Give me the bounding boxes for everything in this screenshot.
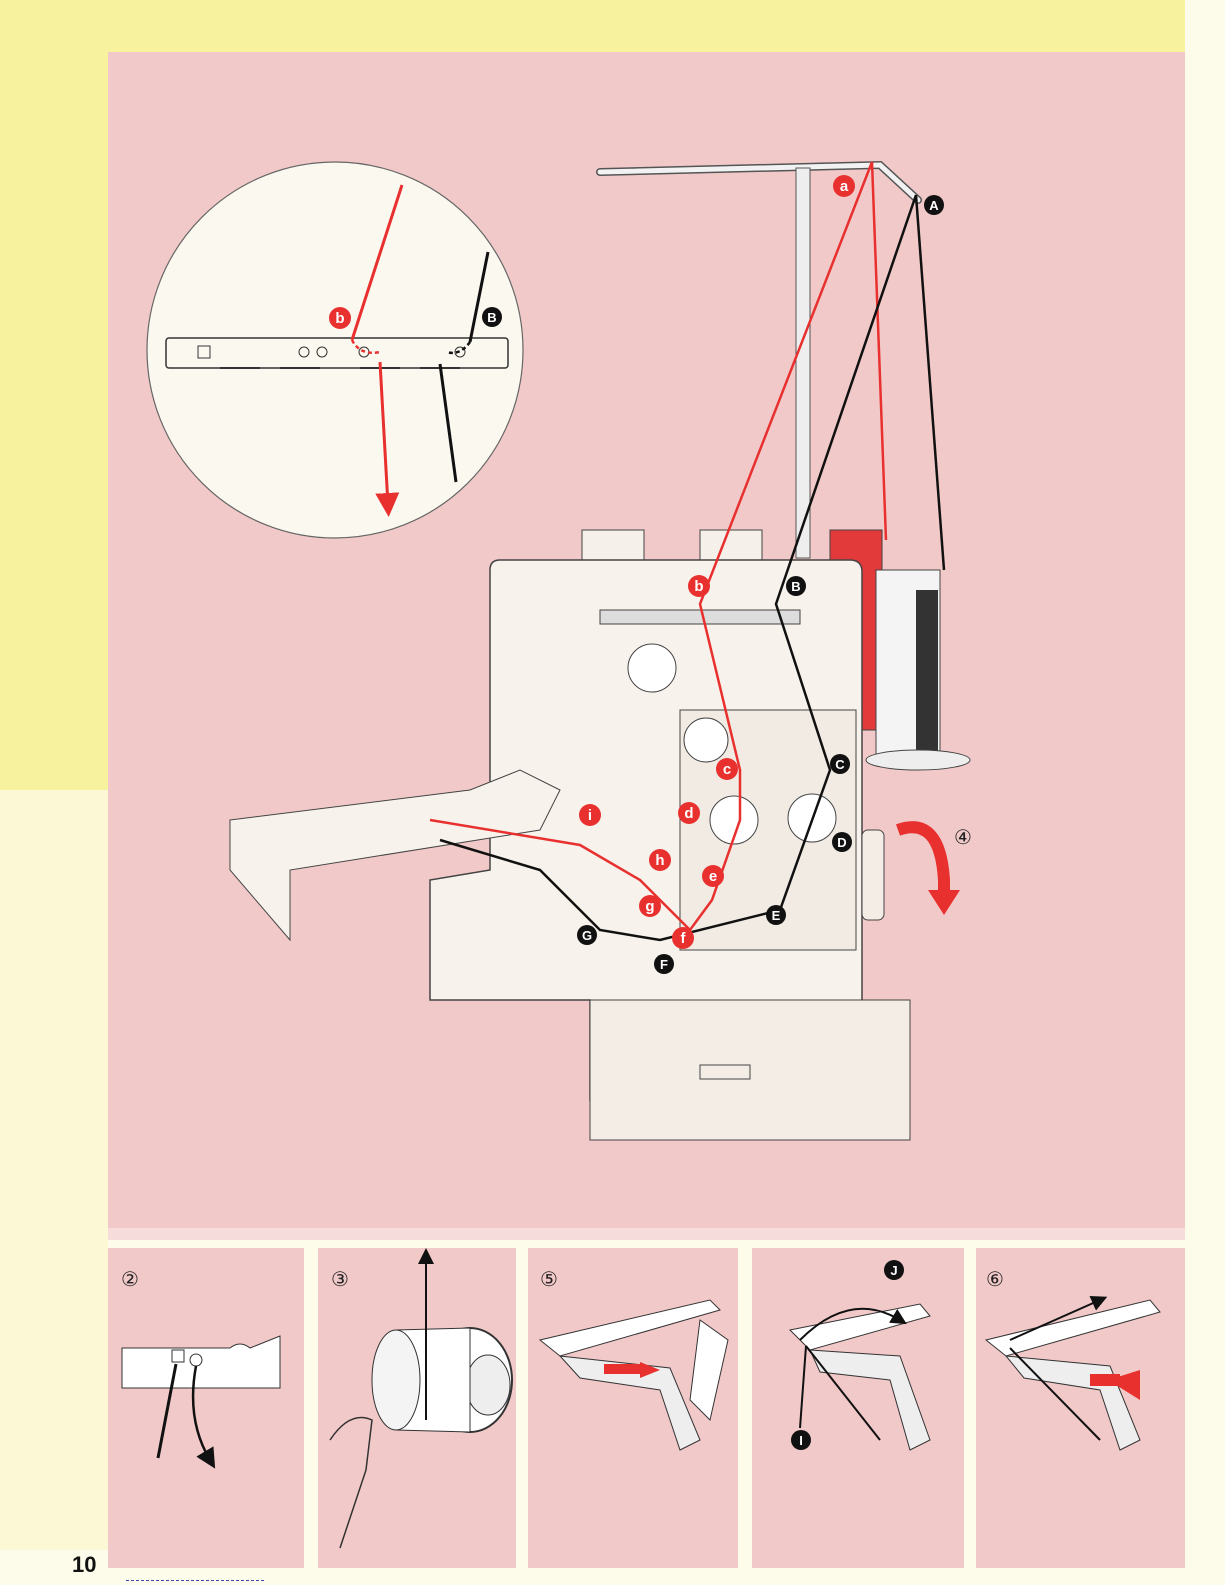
svg-text:b: b xyxy=(335,310,344,327)
label-i: i xyxy=(579,804,601,826)
svg-text:J: J xyxy=(890,1263,897,1278)
svg-text:I: I xyxy=(799,1433,803,1448)
step-2-number: ② xyxy=(121,1267,139,1291)
svg-text:G: G xyxy=(582,928,592,943)
curved-arrow-icon xyxy=(898,827,960,915)
svg-text:d: d xyxy=(684,805,693,822)
svg-text:a: a xyxy=(840,178,849,195)
step-4-number: ④ xyxy=(954,825,972,849)
svg-text:b: b xyxy=(694,578,703,595)
panel-5b-illustration xyxy=(790,1304,930,1450)
label-C: C xyxy=(830,754,850,774)
label-J: J xyxy=(884,1260,904,1280)
label-B: B xyxy=(786,576,806,596)
label-g: g xyxy=(639,895,661,917)
step-3-number: ③ xyxy=(331,1267,349,1291)
label-b: b xyxy=(688,575,710,597)
svg-text:h: h xyxy=(655,852,664,869)
label-a: a xyxy=(833,175,855,197)
panel-6-illustration xyxy=(986,1300,1160,1450)
label-D: D xyxy=(832,832,852,852)
label-d: d xyxy=(678,802,700,824)
svg-text:D: D xyxy=(837,835,846,850)
label-B-inset: B xyxy=(482,307,502,327)
svg-text:g: g xyxy=(645,898,654,915)
label-E: E xyxy=(766,905,786,925)
label-F: F xyxy=(654,954,674,974)
machine-icon xyxy=(230,560,910,1140)
label-b-inset: b xyxy=(329,307,351,329)
svg-text:A: A xyxy=(929,198,939,213)
panel-5-illustration xyxy=(540,1300,728,1450)
svg-text:c: c xyxy=(723,761,731,778)
svg-text:B: B xyxy=(791,579,800,594)
label-e: e xyxy=(702,865,724,887)
svg-text:E: E xyxy=(772,908,781,923)
svg-text:B: B xyxy=(487,310,496,325)
svg-text:F: F xyxy=(660,957,668,972)
step-6-number: ⑥ xyxy=(986,1267,1004,1291)
svg-text:i: i xyxy=(588,807,592,824)
label-h: h xyxy=(649,849,671,871)
panel-2-illustration xyxy=(122,1336,280,1460)
step-5-number: ⑤ xyxy=(540,1267,558,1291)
label-c: c xyxy=(716,758,738,780)
bottom-rule xyxy=(126,1580,264,1581)
thread-stand-icon xyxy=(600,165,918,558)
svg-text:e: e xyxy=(709,868,717,885)
page-number: 10 xyxy=(72,1552,96,1578)
svg-text:C: C xyxy=(835,757,845,772)
label-I: I xyxy=(791,1430,811,1450)
panel-3-illustration xyxy=(330,1256,512,1548)
label-f: f xyxy=(672,927,694,949)
label-A: A xyxy=(924,195,944,215)
label-G: G xyxy=(577,925,597,945)
magnifier-circle-icon xyxy=(147,162,523,538)
